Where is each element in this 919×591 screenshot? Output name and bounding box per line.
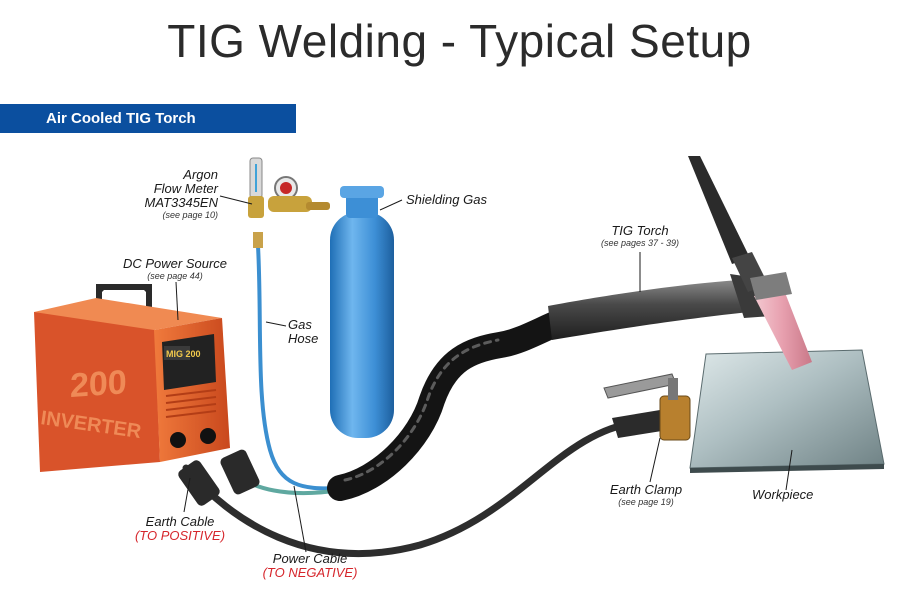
flow-meter-line1: Argon: [183, 167, 218, 182]
flow-meter-sub: (see page 10): [162, 210, 218, 220]
machine-panel-model: MIG 200: [166, 349, 201, 359]
power-source-name: DC Power Source: [122, 256, 228, 271]
label-workpiece: Workpiece: [752, 487, 814, 502]
leader-shielding-gas: [379, 199, 403, 211]
label-tig-torch: TIG Torch (see pages 37 - 39): [578, 224, 702, 249]
leader-workpiece: [785, 449, 793, 491]
power-source-sub: (see page 44): [147, 271, 203, 281]
earth-cable-plug: [178, 460, 220, 506]
label-power-source: DC Power Source (see page 44): [116, 257, 234, 282]
power-cable-polarity: (TO NEGATIVE): [262, 565, 358, 580]
gas-cylinder-shape: [330, 186, 394, 438]
section-banner: Air Cooled TIG Torch: [0, 104, 296, 133]
flow-meter-line2: Flow Meter: [153, 181, 218, 196]
label-shielding-gas: Shielding Gas: [406, 192, 487, 207]
earth-clamp-shape: [603, 373, 691, 441]
tig-torch-shape: [548, 156, 812, 370]
leader-earth-cable: [183, 477, 191, 513]
label-gas-hose: Gas Hose: [288, 318, 318, 346]
leader-earth-clamp: [649, 437, 661, 483]
earth-clamp-name: Earth Clamp: [609, 482, 683, 497]
flow-meter-line3: MAT3345EN: [144, 195, 218, 210]
earth-cable-line: [182, 418, 644, 557]
label-earth-clamp: Earth Clamp (see page 19): [596, 483, 696, 508]
leader-lines: [175, 195, 793, 553]
label-earth-cable: Earth Cable (TO POSITIVE): [120, 515, 240, 543]
machine-model-number: 200: [70, 363, 127, 405]
power-cable-name: Power Cable: [272, 551, 348, 566]
leader-flow-meter: [219, 195, 253, 205]
gas-hose-line1: Gas: [288, 317, 312, 332]
earth-cable-polarity: (TO POSITIVE): [134, 528, 226, 543]
section-banner-label: Air Cooled TIG Torch: [46, 110, 196, 127]
torch-cable-highlight: [343, 338, 500, 482]
gas-hose-line: [256, 244, 342, 491]
flow-meter-shape: [248, 157, 330, 218]
tig-torch-name: TIG Torch: [611, 223, 669, 238]
gas-hose-line2: Hose: [288, 331, 319, 346]
workpiece-plate: [689, 349, 885, 473]
hose-fitting: [253, 232, 263, 248]
leader-power-cable: [293, 485, 307, 553]
leader-gas-hose: [265, 321, 287, 327]
power-cable-plug: [220, 449, 260, 495]
label-flow-meter: Argon Flow Meter MAT3345EN (see page 10): [120, 168, 218, 221]
tig-torch-sub: (see pages 37 - 39): [600, 238, 680, 248]
label-power-cable: Power Cable (TO NEGATIVE): [250, 552, 370, 580]
leader-power-source: [175, 281, 179, 321]
power-source-shape: [34, 284, 230, 472]
page-title: TIG Welding - Typical Setup: [167, 15, 752, 67]
earth-cable-name: Earth Cable: [145, 514, 215, 529]
torch-cable-sheath: [327, 309, 573, 501]
earth-clamp-sub: (see page 19): [618, 497, 674, 507]
